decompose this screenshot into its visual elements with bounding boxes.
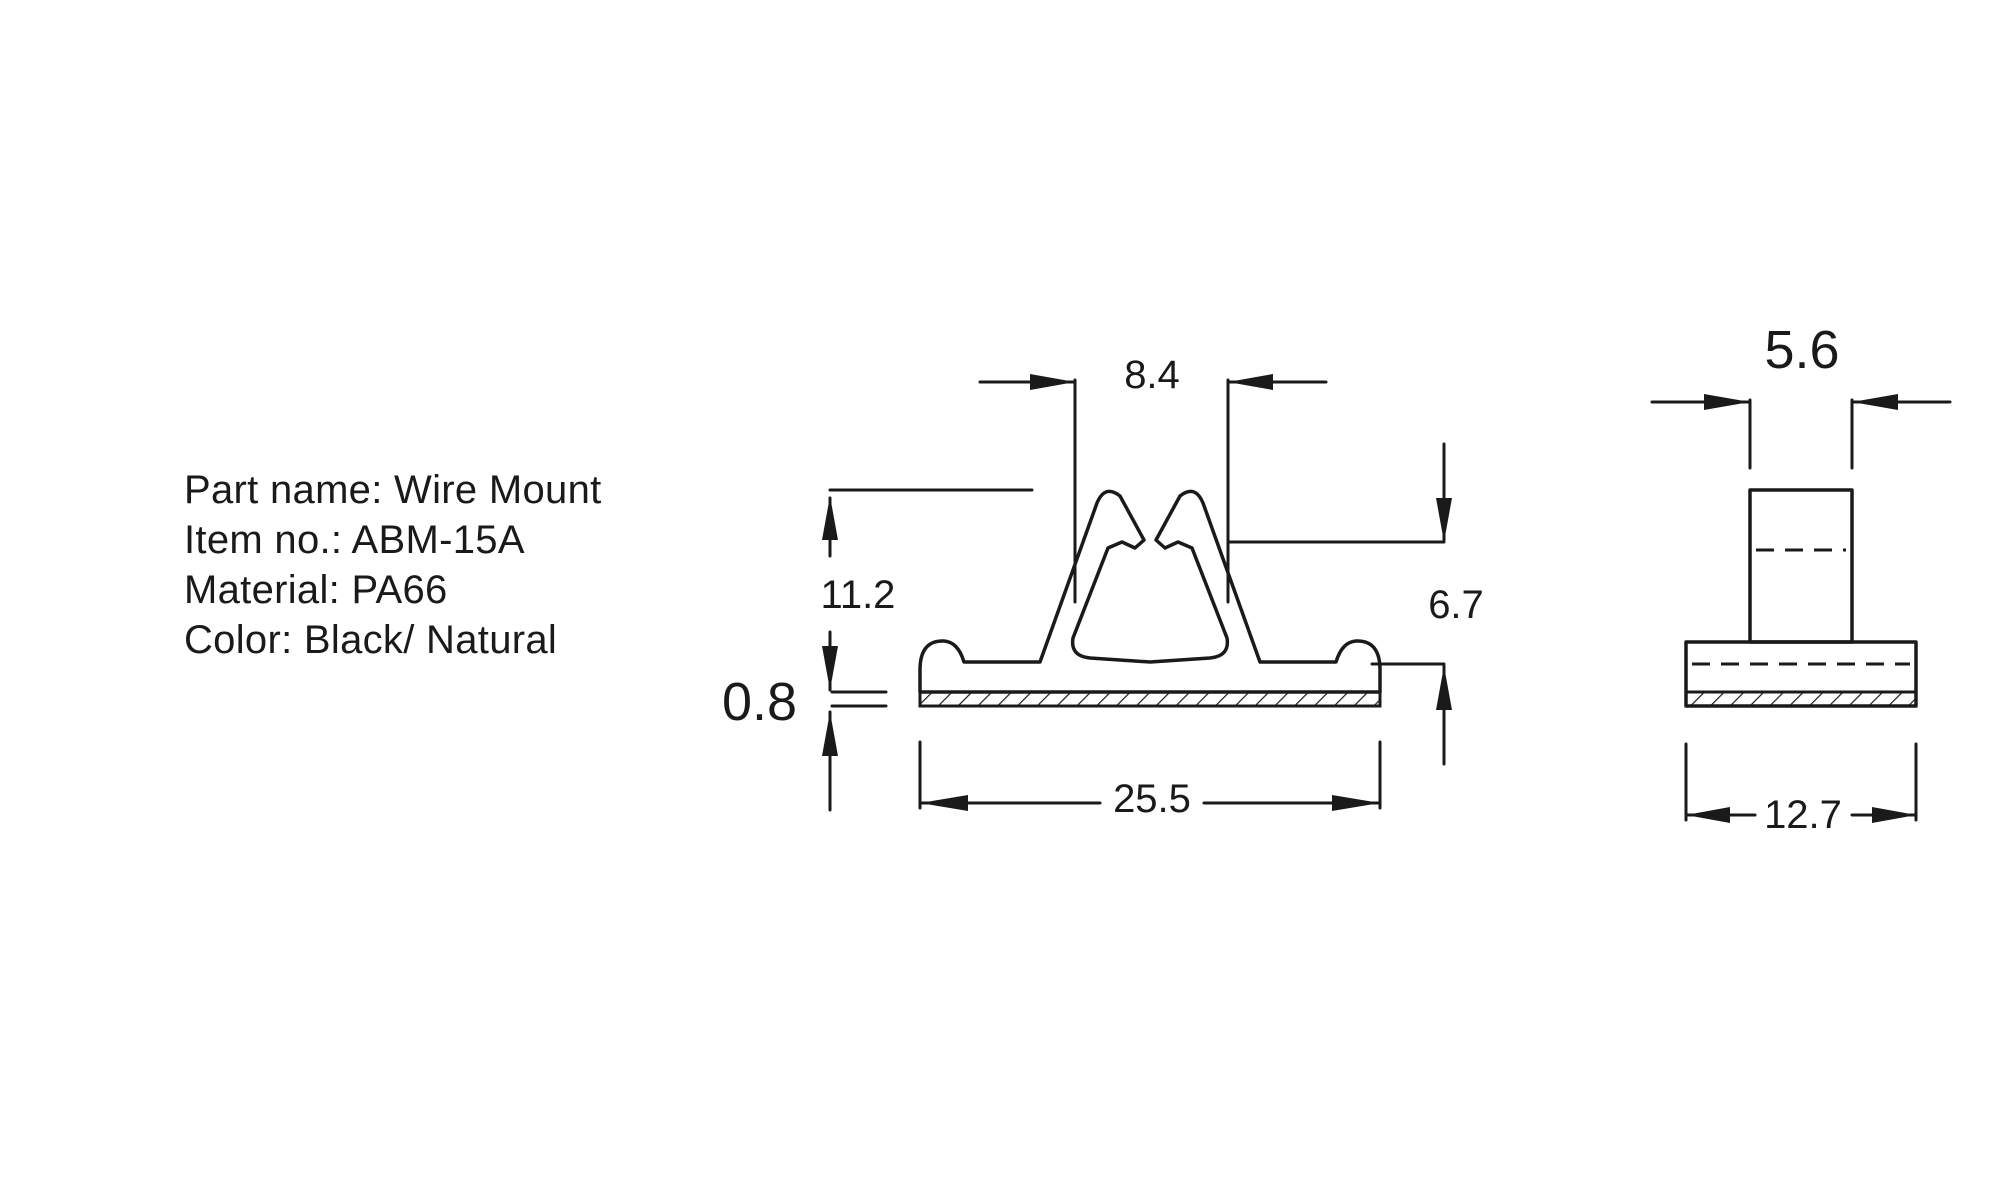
- side-post: [1748, 488, 1854, 644]
- part-name-label: Part name: Wire Mount: [184, 468, 602, 512]
- dim-base-thickness: 0.8: [722, 672, 797, 732]
- item-number-label: Item no.: ABM-15A: [184, 518, 525, 562]
- dim-base-length: 25.5: [1113, 777, 1191, 821]
- front-view: 8.4 11.2 0.8 25.5 6.7: [722, 353, 1484, 821]
- dim-side-base-width: 12.7: [1764, 793, 1842, 837]
- dim-total-height: 11.2: [821, 573, 896, 617]
- dim-slot-height: 6.7: [1428, 583, 1484, 627]
- material-label: Material: PA66: [184, 568, 448, 612]
- dim-top-gap: 8.4: [1124, 353, 1180, 397]
- front-clip-profile: [918, 489, 1382, 694]
- side-base-plate: [1684, 690, 1918, 708]
- color-label: Color: Black/ Natural: [184, 618, 558, 662]
- side-view: 5.6 12.7: [1650, 320, 1952, 837]
- dim-side-top-width: 5.6: [1764, 320, 1839, 380]
- front-base-plate: [918, 690, 1382, 708]
